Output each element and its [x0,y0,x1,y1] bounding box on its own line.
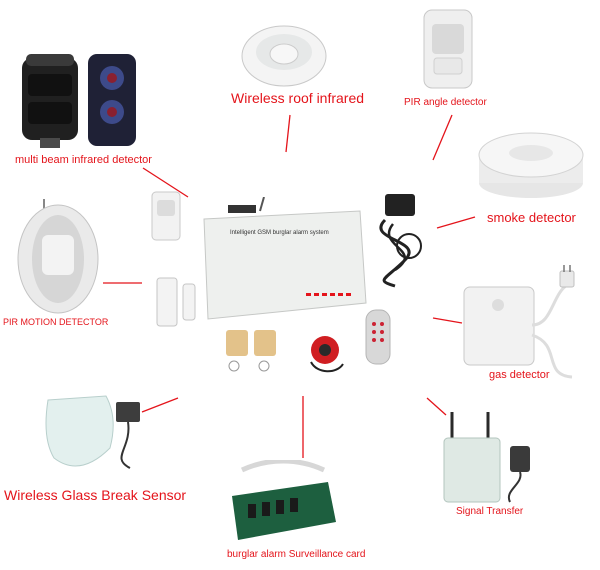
connector-line-glass-break [141,397,179,413]
remote-control-image [364,308,392,366]
label-smoke-detector: smoke detector [487,210,576,225]
label-surveillance-card: burglar alarm Surveillance card [227,549,366,560]
multi-beam-detector-image [18,50,140,150]
connector-line-gas [432,317,463,324]
gas-detector-image [462,265,587,385]
connector-line-roof-infrared [285,114,291,153]
siren-image [303,330,351,375]
connector-line-multi-beam [142,167,189,198]
pir-motion-detector-image [14,195,102,315]
label-multi-beam-detector: multi beam infrared detector [15,154,152,166]
connector-line-smoke [436,216,476,229]
keyfobs-image [222,326,282,374]
pir-sensor-image [150,190,182,242]
alarm-panel-title: Intelligent GSM burglar alarm system [230,230,329,236]
power-adapter-image [365,190,435,290]
smoke-detector-image [476,125,586,200]
label-glass-break-sensor: Wireless Glass Break Sensor [4,487,187,503]
signal-transfer-image [440,410,540,505]
connector-line-pir-angle [432,114,453,161]
roof-infrared-image [238,20,330,90]
alarm-panel-image: Intelligent GSM burglar alarm system [200,196,368,322]
door-sensor-image [155,276,200,328]
pir-angle-detector-image [418,8,478,92]
label-signal-transfer: Signal Transfer [456,506,524,517]
label-roof-infrared: Wireless roof infrared [231,90,365,106]
label-pir-motion-detector: PIR MOTION DETECTOR [3,317,109,327]
label-gas-detector: gas detector [489,369,550,381]
surveillance-card-image [228,458,340,545]
glass-break-sensor-image [40,388,155,478]
connector-line-signal [426,397,447,416]
label-pir-angle-detector: PIR angle detector [404,97,487,108]
